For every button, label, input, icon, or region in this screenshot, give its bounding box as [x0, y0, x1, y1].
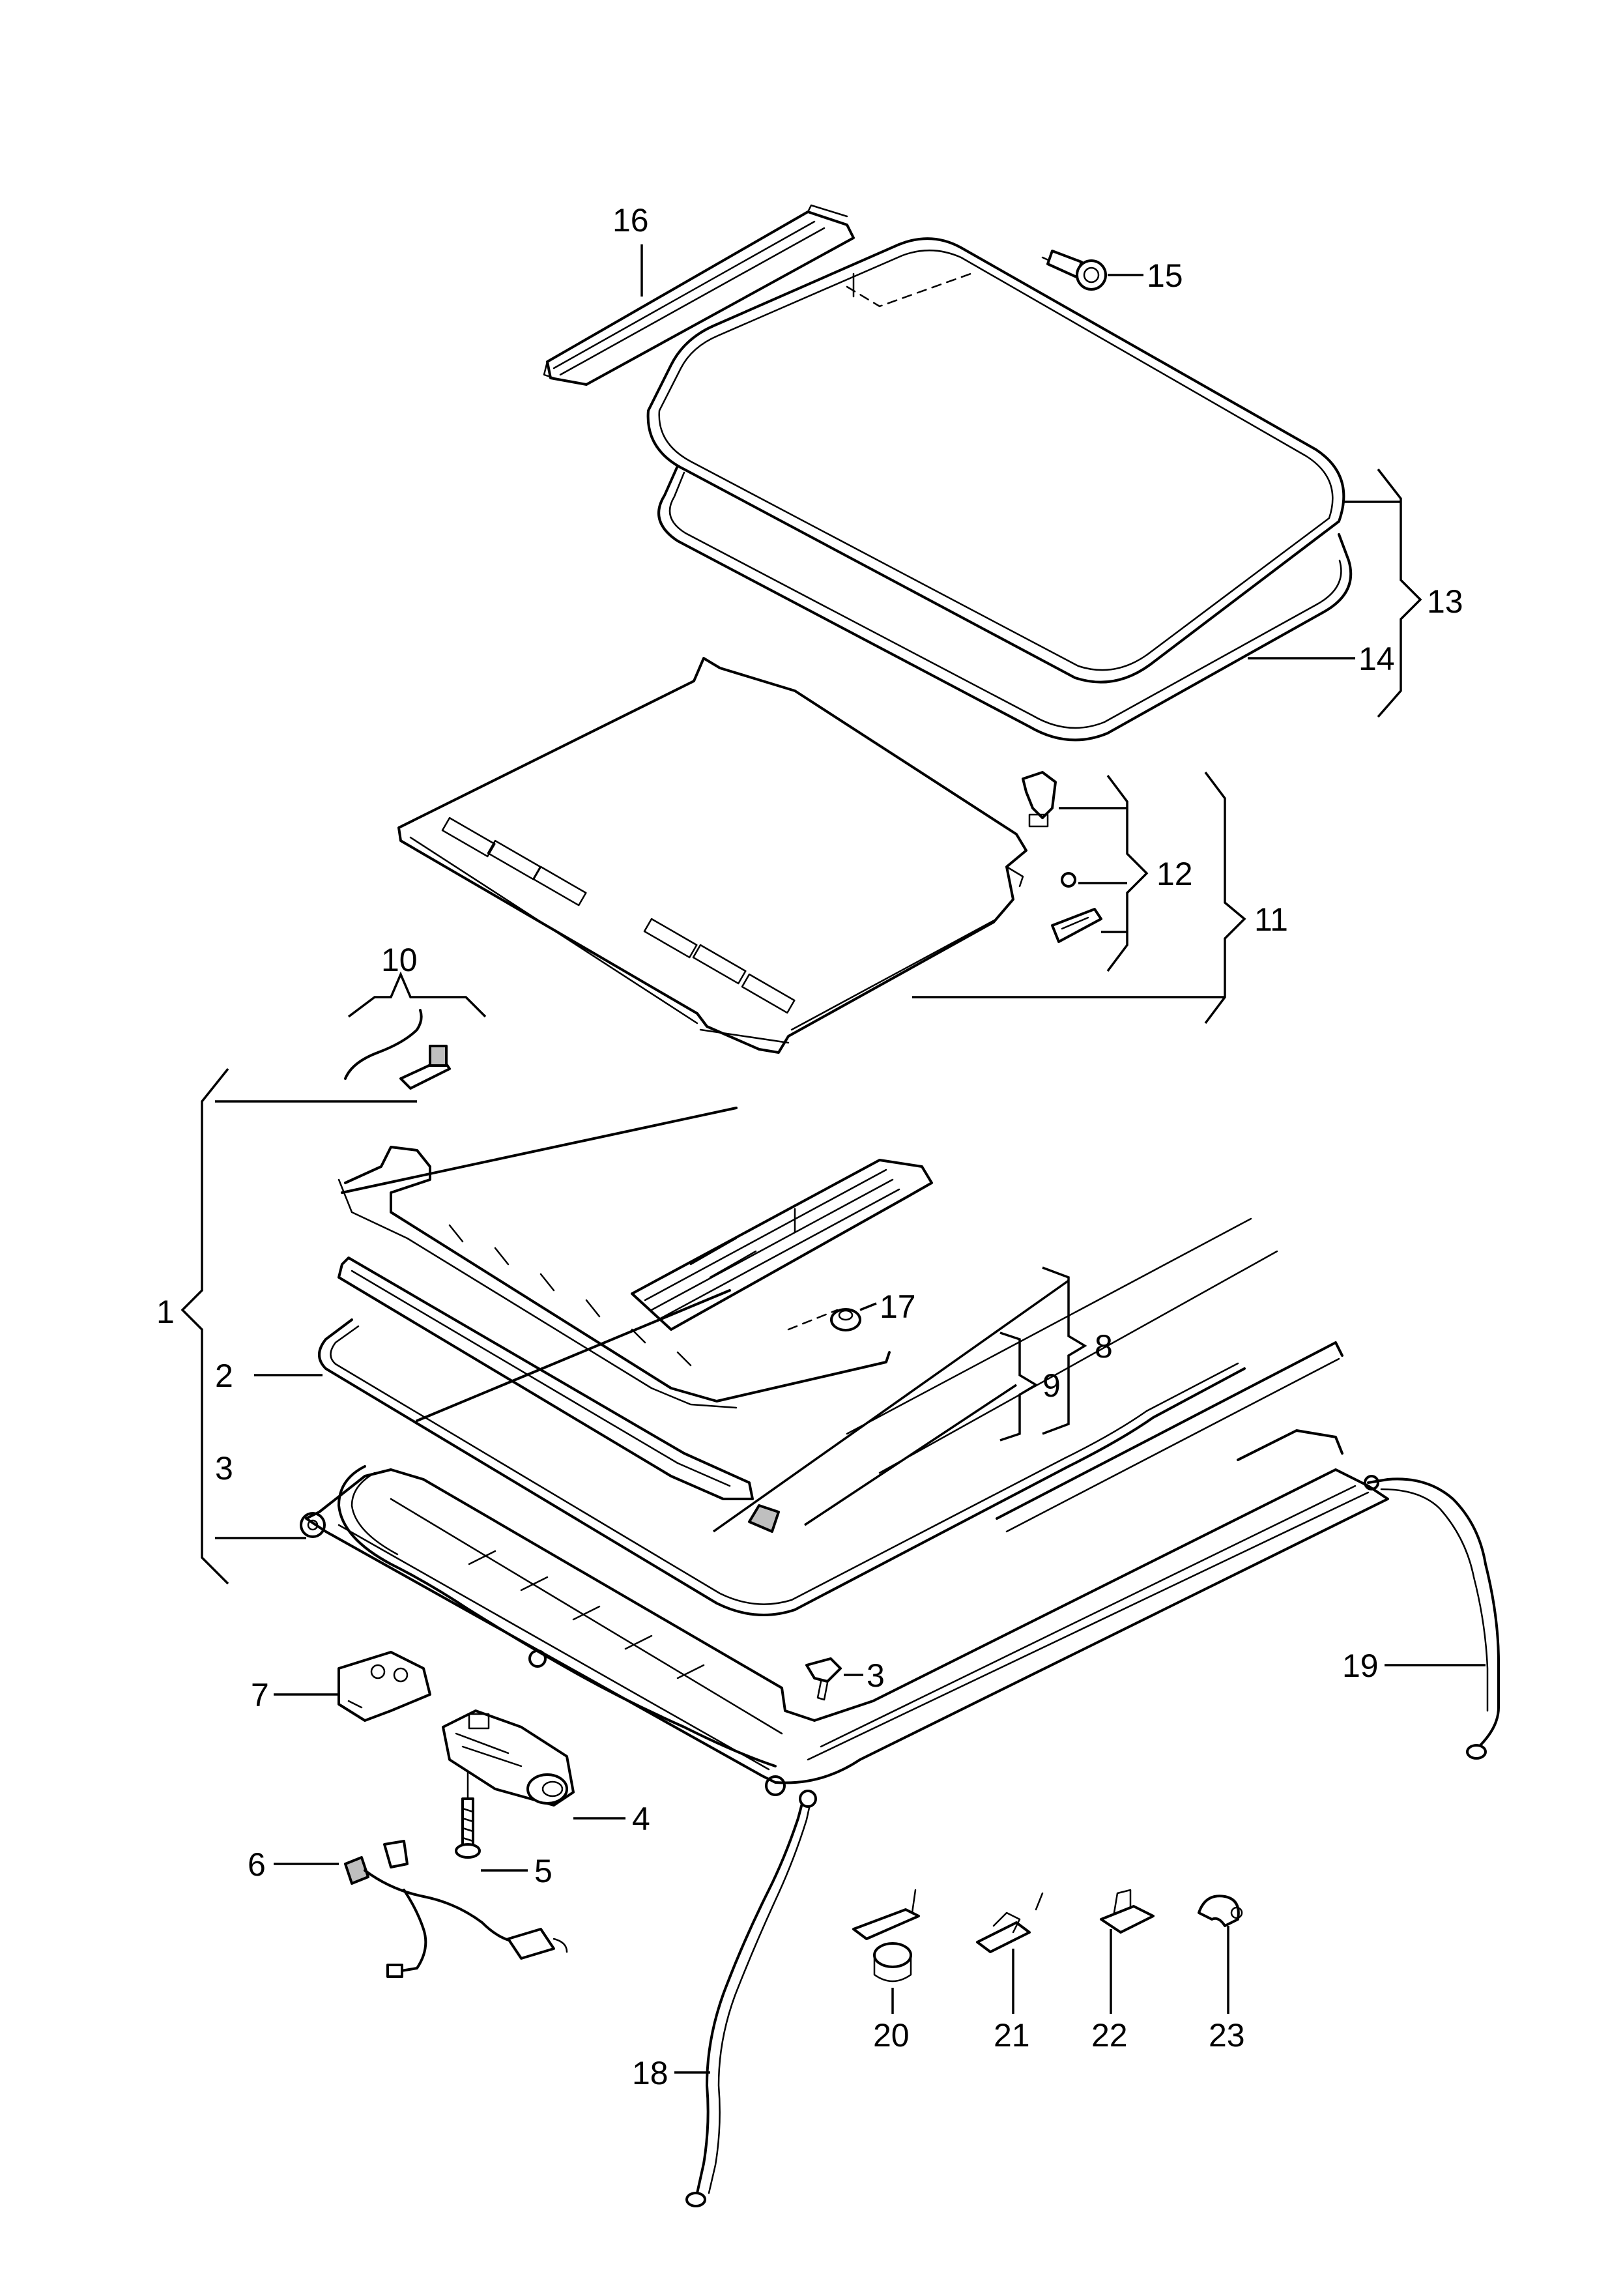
callout-22: 22	[1091, 2017, 1128, 2054]
clip-20[interactable]	[852, 1889, 920, 1983]
callout-15: 15	[1147, 257, 1183, 294]
frame-seal-3[interactable]	[318, 1318, 1246, 1616]
sunroof-motor-4[interactable]	[442, 1709, 575, 1807]
callout-20: 20	[873, 2017, 910, 2054]
clip-21[interactable]	[976, 1892, 1044, 1953]
callout-16: 16	[612, 202, 649, 239]
callout-14: 14	[1358, 641, 1395, 677]
callout-4: 4	[632, 1801, 650, 1837]
callout-2: 2	[215, 1358, 233, 1394]
control-unit-7[interactable]	[338, 1651, 431, 1722]
callout-3-frame-seal: 3	[215, 1450, 233, 1487]
sunroof-mechanism-9[interactable]	[631, 1159, 933, 1331]
callout-18: 18	[632, 2055, 668, 2091]
clip-23[interactable]	[1198, 1895, 1243, 1927]
bolt-15[interactable]	[1041, 250, 1107, 291]
sunshade-clip-12[interactable]	[1051, 872, 1102, 943]
callout-12: 12	[1156, 856, 1193, 892]
drain-tube-18[interactable]	[685, 1790, 817, 2207]
callout-17: 17	[880, 1288, 916, 1325]
callout-9: 9	[1042, 1367, 1061, 1404]
drain-part-10[interactable]	[344, 1009, 451, 1090]
clip-3[interactable]	[805, 1657, 842, 1701]
front-seal-strip-2[interactable]	[338, 1257, 754, 1500]
callout-labels: 16 15 13 14 12 11 10 1 2 3 8 9 17 3 7 4 …	[156, 202, 1463, 2091]
clip-22[interactable]	[1100, 1889, 1155, 1934]
drain-tube-19[interactable]	[1364, 1475, 1500, 1760]
callout-1: 1	[156, 1294, 175, 1330]
wiring-harness-6[interactable]	[344, 1840, 568, 1978]
callout-21: 21	[994, 2017, 1030, 2054]
glass-seal-14[interactable]	[657, 465, 1353, 742]
sunroof-frame-front-8[interactable]	[338, 1107, 891, 1409]
nut-17[interactable]	[787, 1308, 861, 1331]
callout-7: 7	[251, 1677, 269, 1713]
callout-23: 23	[1209, 2017, 1245, 2054]
glass-panel-13[interactable]	[646, 237, 1345, 684]
callout-13: 13	[1427, 583, 1463, 620]
screw-5[interactable]	[455, 1771, 481, 1859]
callout-5: 5	[534, 1853, 553, 1889]
callout-11: 11	[1254, 901, 1288, 938]
rear-bar-8[interactable]	[416, 1289, 780, 1533]
drive-cables-frame-1[interactable]	[300, 1217, 1389, 1796]
sunshade-panel-11[interactable]	[397, 657, 1027, 1054]
callout-19: 19	[1342, 1648, 1379, 1684]
sunshade-connector-12[interactable]	[1022, 771, 1057, 828]
callout-3-clip: 3	[867, 1657, 885, 1694]
wind-deflector-16[interactable]	[543, 204, 855, 386]
leader-lines	[180, 244, 1486, 2074]
callout-8: 8	[1095, 1328, 1113, 1365]
callout-6: 6	[248, 1846, 266, 1883]
callout-10: 10	[381, 942, 418, 978]
